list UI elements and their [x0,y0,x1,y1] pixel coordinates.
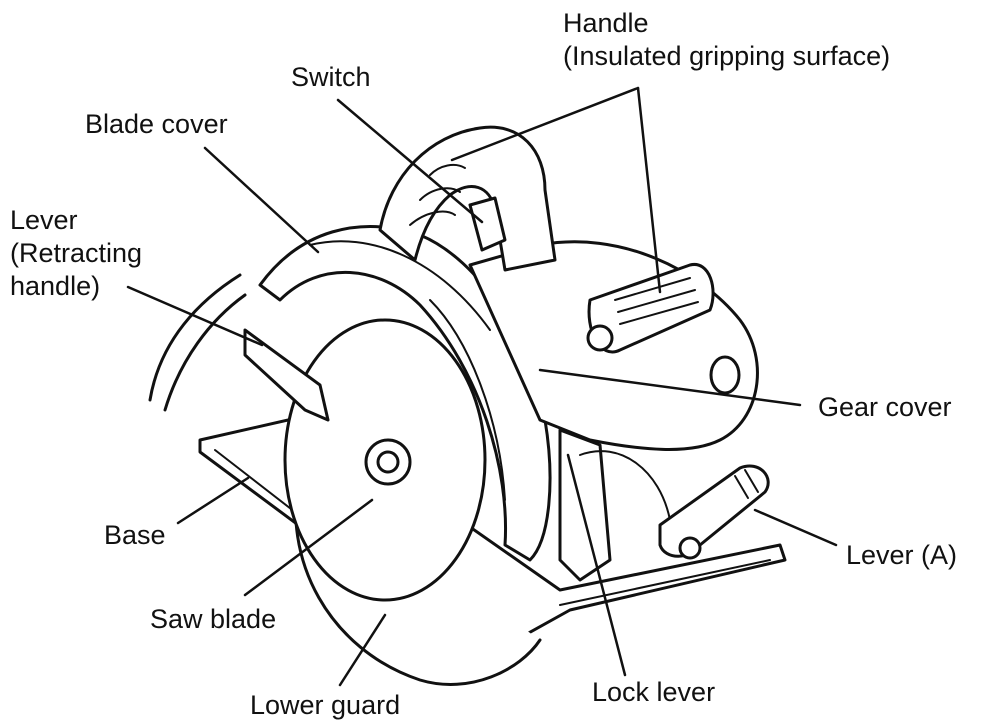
label-base: Base [104,520,166,550]
label-blade-cover: Blade cover [85,109,228,139]
label-saw-blade: Saw blade [150,604,277,634]
label-lever-line3: handle) [10,271,101,301]
leader-switch [336,98,484,224]
label-lever-line1: Lever [10,205,78,235]
leader-lock-lever [566,453,627,677]
leader-lever-a [753,508,838,547]
switch-shape [468,196,507,252]
leader-lever [126,285,264,347]
label-lever-a: Lever (A) [846,540,958,570]
leader-handle-1 [450,86,640,162]
leader-base [176,476,250,525]
handle-shape [378,125,557,272]
rear-grip [587,263,715,354]
label-handle-line2: (Insulated gripping surface) [563,41,891,71]
leader-saw-blade [243,498,374,597]
label-switch: Switch [291,62,371,92]
leader-lower-guard [338,613,387,687]
retracting-lever-shape [243,328,330,422]
leader-blade-cover [203,146,320,254]
label-lever-line2: (Retracting [10,238,143,268]
power-cord [148,273,242,402]
label-gear-cover: Gear cover [818,392,952,422]
label-handle-line1: Handle [563,8,649,38]
label-lower-guard: Lower guard [250,690,401,720]
leader-handle-2 [636,86,662,294]
label-lock-lever: Lock lever [592,677,716,707]
lever-a-shape [658,464,770,558]
leader-gear-cover [538,368,802,407]
